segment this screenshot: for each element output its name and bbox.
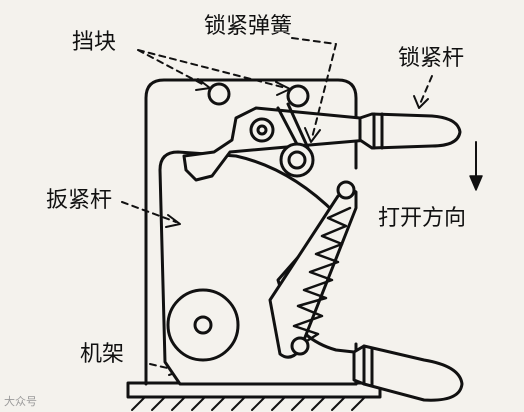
compression-spring [292, 206, 352, 346]
stop-block-right [286, 84, 310, 108]
label-stop-block: 挡块 [72, 30, 117, 55]
spring-end-bottom [290, 336, 310, 356]
lock-lever-handle [358, 112, 462, 150]
ground-base [126, 381, 382, 411]
label-lock-spring: 锁紧弹簧 [204, 14, 293, 39]
spring-end-top [336, 180, 356, 200]
label-clamp-lever: 扳紧杆 [46, 188, 113, 213]
clamp-lever-handle [352, 344, 464, 402]
stop-block-left [207, 82, 231, 106]
label-lock-lever: 锁紧杆 [398, 46, 465, 71]
lock-lever-pivot [249, 117, 275, 143]
clamp-lever-leader [121, 201, 177, 223]
lock-spring-leader [291, 37, 337, 139]
stop-block-leader [137, 49, 287, 89]
lock-lever-leader [419, 75, 433, 105]
roller-axle [193, 315, 213, 335]
label-frame: 机架 [80, 342, 125, 367]
locking-spring [276, 102, 315, 178]
open-direction-arrow [469, 141, 483, 191]
label-open-direction: 打开方向 [378, 206, 467, 231]
watermark: 大众号 [4, 395, 37, 408]
roller-wheel [166, 288, 240, 362]
